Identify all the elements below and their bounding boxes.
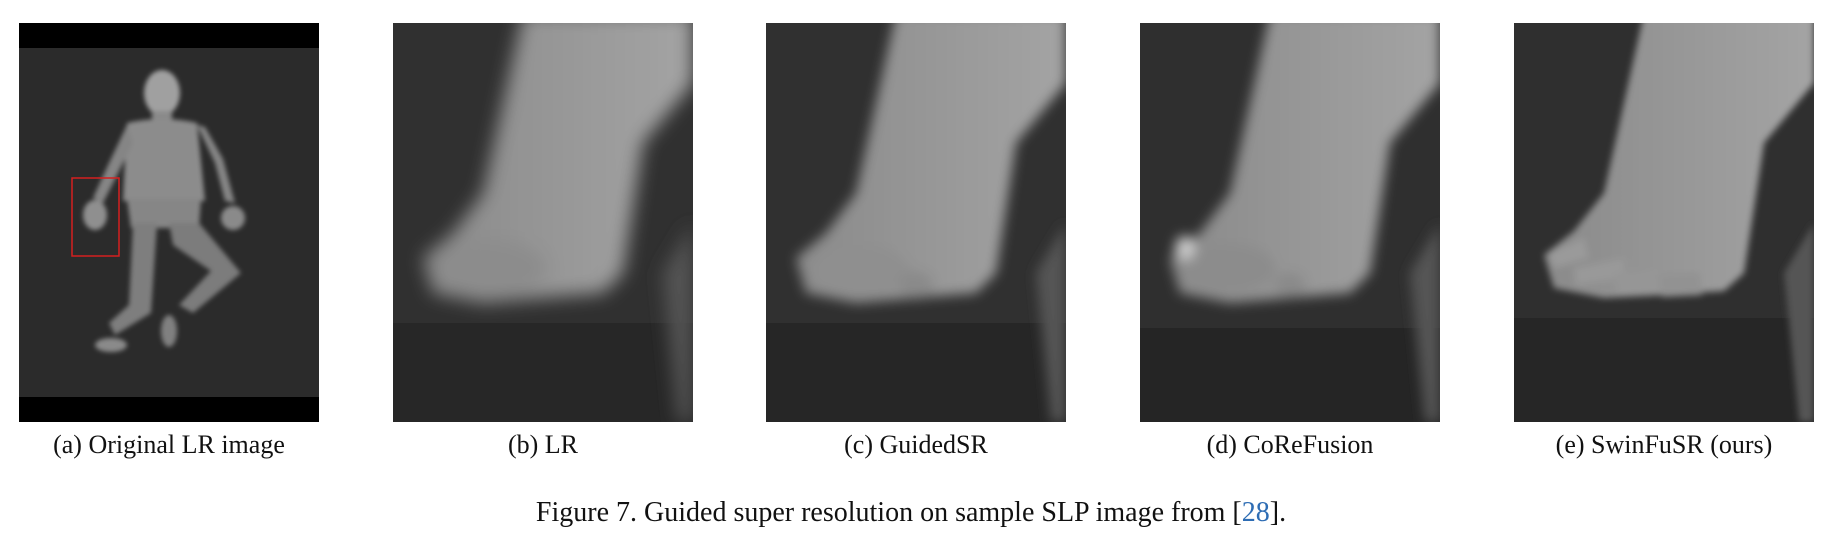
figure-caption-end: ]. [1269,497,1287,528]
lr-crop-image [393,23,693,422]
citation-link[interactable]: 28 [1241,497,1270,528]
guidedsr-image [766,23,1066,422]
panel-original-lr-image [19,23,319,422]
panel-swinfusr [1514,23,1814,422]
caption-corefusion: (d) CoReFusion [1206,430,1374,459]
figure-caption: Figure 7. Guided super resolution on sam… [0,497,1822,529]
swinfusr-image [1514,23,1814,422]
caption-swinfusr: (e) SwinFuSR (ours) [1555,430,1773,459]
panel-lr-crop [393,23,693,422]
caption-original-lr: (a) Original LR image [53,430,285,459]
thermal-body-image [19,23,319,422]
panel-guidedsr [766,23,1066,422]
caption-guidedsr: (c) GuidedSR [844,430,988,459]
caption-lr: (b) LR [507,430,579,459]
zoom-region-box [71,177,120,257]
panel-corefusion [1140,23,1440,422]
figure-caption-text: Figure 7. Guided super resolution on sam… [535,497,1242,528]
corefusion-image [1140,23,1440,422]
